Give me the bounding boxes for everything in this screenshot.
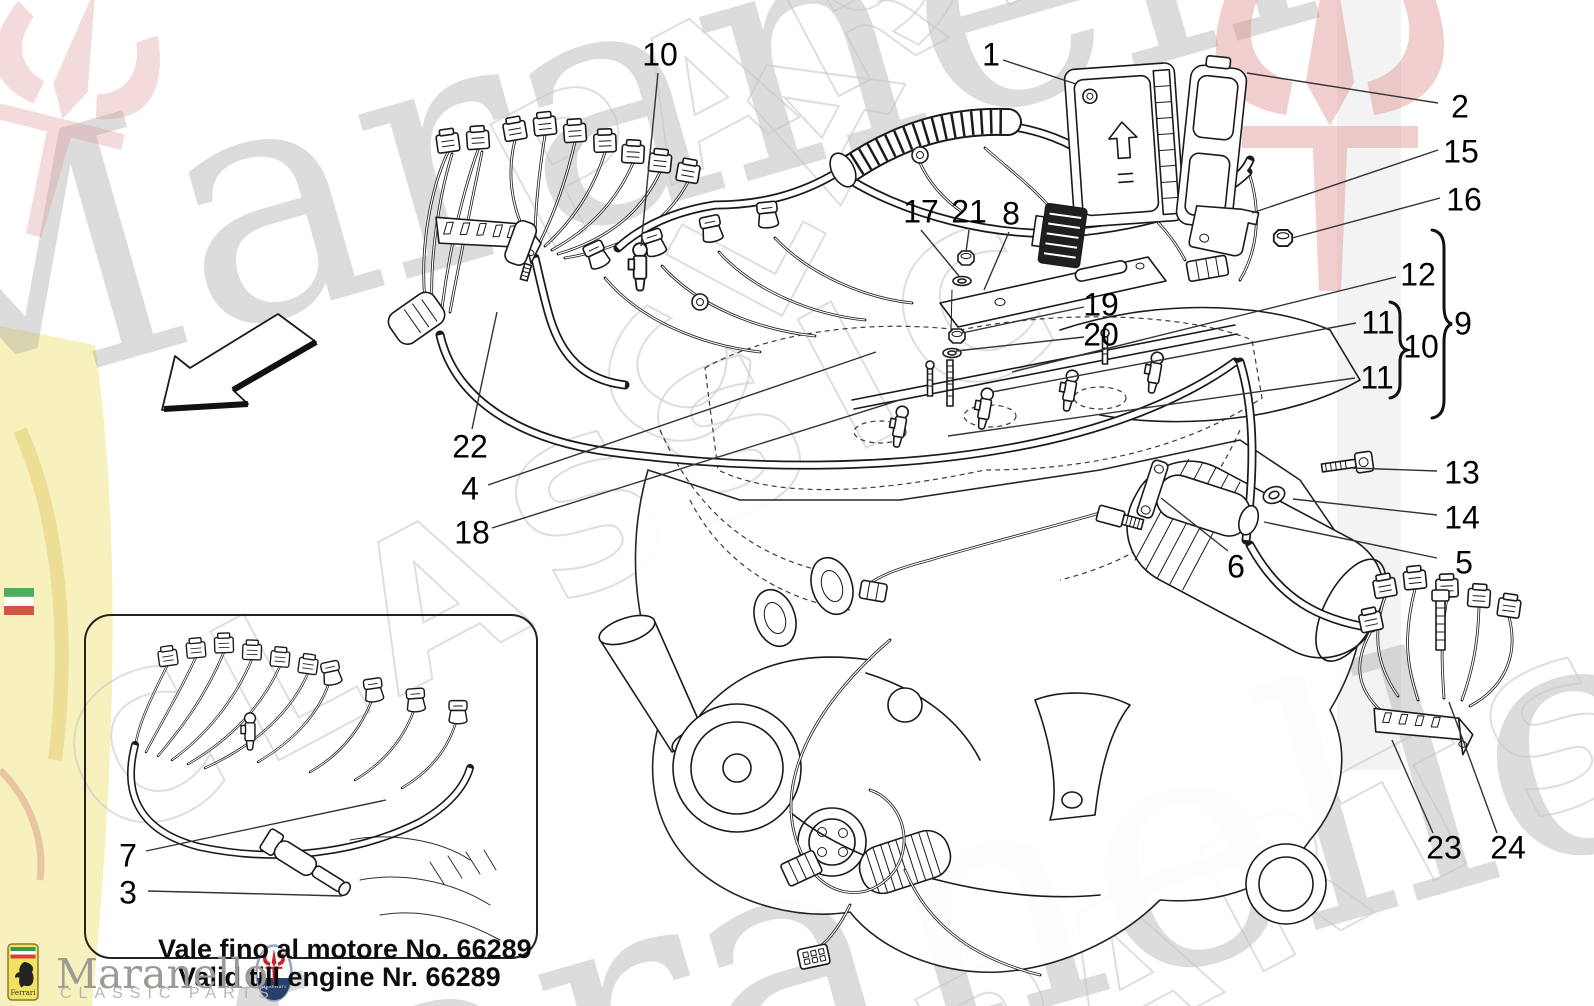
ecu-assembly [911,55,1294,283]
leader-line-11b [947,377,1356,437]
nut-16 [1272,229,1294,247]
callout-11a: 11 [1361,304,1395,341]
inset-box [84,614,538,959]
leader-lines [145,59,1498,897]
leader-line-20 [955,336,1085,352]
intake-manifold [704,316,1263,491]
maserati-badge: MASERATI [255,944,293,1002]
bolt-24 [1431,589,1450,651]
support-arm [1034,692,1131,821]
watermark-trident-right [1215,0,1445,291]
logo-subtitle: CLASSIC PARTS [60,985,276,1002]
brace-group-10 [1388,300,1413,400]
left-connector-cluster [387,110,780,345]
exhaust-flanges [753,556,854,648]
leader-line-23 [1391,739,1434,834]
leader-line-5 [1263,521,1438,559]
leader-line-3 [147,890,343,897]
callout-10b: 10 [1403,328,1439,365]
callout-14: 14 [1444,499,1480,536]
corrugated-conduit [829,107,1022,188]
crank-sensor-harness [780,579,888,970]
callout-12: 12 [1400,256,1436,293]
leader-line-24 [1448,701,1498,834]
direction-arrow-icon [161,313,318,412]
callout-16: 16 [1446,181,1482,218]
callout-5: 5 [1455,544,1473,581]
callout-19: 19 [1083,286,1119,323]
callout-23: 23 [1426,829,1462,866]
callout-22: 22 [452,428,488,465]
leader-line-21 [965,229,970,253]
leader-line-7 [145,799,387,852]
maserati-badge-label: MASERATI [262,984,286,989]
inset-coil-3 [259,828,351,897]
main-connector-block [1031,203,1088,269]
callout-8: 8 [1002,195,1020,232]
leader-line-4 [487,351,877,486]
callout-6: 6 [1227,548,1245,585]
callout-10a: 10 [642,36,678,73]
callout-2: 2 [1451,88,1469,125]
callout-18: 18 [454,514,490,551]
fuel-rail [851,324,1238,449]
note-line-italian: Vale fino al motore No. 66289 [158,934,532,964]
leader-line-13 [1351,467,1438,472]
cam-cover [1059,306,1361,423]
right-connector-cluster [1356,564,1523,756]
ecu-cover-2 [1175,55,1248,229]
leader-line-1 [1002,59,1077,85]
callout-15: 15 [1443,133,1479,170]
logo-title: Maranello [56,950,269,998]
bolt-13 [1320,450,1375,474]
callout-4: 4 [461,470,479,507]
callout-20: 20 [1083,316,1119,353]
small-plug [1185,254,1230,283]
watermark-mini-flag [3,588,35,615]
leader-line-8 [983,231,1010,291]
watermark-horse-curve [0,767,45,881]
callout-1: 1 [982,36,1000,73]
ribbed-drum [858,829,952,895]
ferrari-badge: Ferrari [7,943,39,1001]
callout-13: 13 [1444,454,1480,491]
leader-line-10a [640,72,659,247]
leader-line-16 [1291,197,1441,239]
callout-7: 7 [119,837,137,874]
mounting-bar-assembly [939,250,1167,407]
callout-9: 9 [1454,305,1472,342]
leader-line-14 [1292,498,1438,516]
stud-and-nuts [942,250,975,407]
leader-line-12 [1011,276,1397,373]
terminal-bracket [435,216,542,282]
prancing-horse-icon [15,962,34,988]
leader-line-22 [471,311,498,430]
brace-group-9 [1430,228,1453,420]
leader-line-15 [1251,149,1439,214]
ferrari-badge-label: Ferrari [10,989,36,997]
leader-line-6 [1160,497,1229,552]
leader-line-2 [1246,72,1439,104]
bracket-15 [1188,205,1260,257]
leader-line-17 [920,229,960,277]
callout-11b: 11 [1360,359,1394,396]
note-line-english: Valid till engine Nr. 66289 [178,962,501,992]
multi-pin-plug [796,943,831,970]
sensor-coil-group [1095,450,1375,537]
sensor-6 [1095,504,1145,531]
terminal-bracket-23 [1373,707,1474,756]
leader-line-11a [991,322,1357,393]
callout-17: 17 [903,193,939,230]
ecu-unit [1063,62,1185,228]
callout-3: 3 [119,874,137,911]
leader-line-18 [491,398,904,529]
washer-14 [1262,485,1286,505]
callout-21: 21 [951,193,987,230]
phase-sensor-5 [1136,459,1260,537]
callout-24: 24 [1490,829,1526,866]
leader-line-19 [961,306,1085,334]
